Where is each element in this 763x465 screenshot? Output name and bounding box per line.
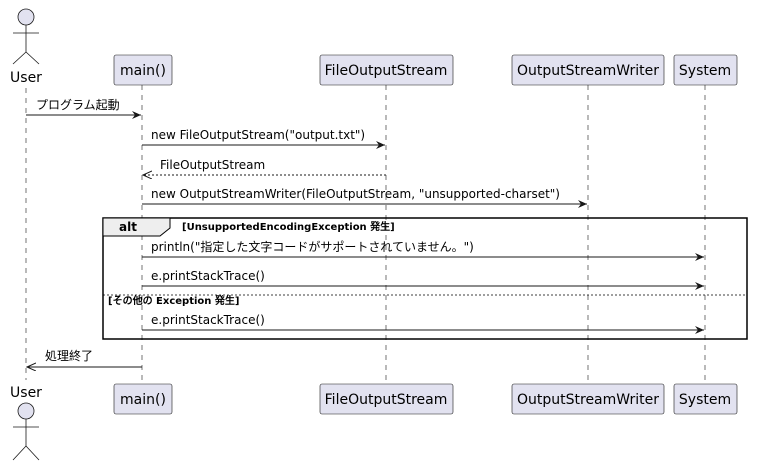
participant-system-bottom: System (673, 383, 738, 415)
participant-system-label-bottom: System (679, 392, 731, 408)
participant-main-label-top: main() (120, 63, 166, 79)
message-new-outputstreamwriter: new OutputStreamWriter(FileOutputStream,… (142, 187, 587, 208)
message-label: プログラム起動 (36, 98, 120, 112)
participant-fileoutputstream-label-bottom: FileOutputStream (325, 392, 448, 408)
actor-user-bottom: User (10, 385, 42, 461)
message-label: e.printStackTrace() (151, 269, 265, 283)
message-program-start: プログラム起動 (26, 98, 141, 119)
message-label: 処理終了 (45, 348, 93, 363)
participant-outputstreamwriter-top: OutputStreamWriter (511, 54, 665, 86)
actor-head-icon (17, 8, 35, 26)
alt-guard-1: [UnsupportedEncodingException 発生] (182, 220, 395, 233)
alt-fragment: alt [UnsupportedEncodingException 発生] [そ… (102, 217, 748, 340)
participant-fileoutputstream-top: FileOutputStream (319, 54, 454, 86)
message-label: println("指定した文字コードがサポートされていません。") (151, 239, 474, 254)
actor-head-icon (17, 402, 35, 420)
participant-main-bottom: main() (113, 383, 173, 415)
actor-user-label-top: User (10, 70, 42, 86)
message-println: println("指定した文字コードがサポートされていません。") (142, 239, 704, 261)
participant-outputstreamwriter-label-bottom: OutputStreamWriter (517, 392, 659, 408)
message-printstacktrace-2: e.printStackTrace() (142, 313, 704, 334)
actor-user-top: User (10, 8, 42, 86)
participant-main-label-bottom: main() (120, 392, 166, 408)
message-printstacktrace-1: e.printStackTrace() (142, 269, 704, 290)
message-label: FileOutputStream (160, 158, 265, 172)
participant-main-top: main() (113, 54, 173, 86)
participant-outputstreamwriter-bottom: OutputStreamWriter (511, 383, 665, 415)
participant-fileoutputstream-label-top: FileOutputStream (325, 63, 448, 79)
message-return-fileoutputstream: FileOutputStream (143, 158, 386, 175)
message-label: new FileOutputStream("output.txt") (151, 128, 365, 142)
participant-fileoutputstream-bottom: FileOutputStream (319, 383, 454, 415)
message-label: new OutputStreamWriter(FileOutputStream,… (151, 187, 560, 201)
message-new-fileoutputstream: new FileOutputStream("output.txt") (142, 128, 385, 149)
message-label: e.printStackTrace() (151, 313, 265, 327)
actor-user-label-bottom: User (10, 385, 42, 401)
participant-system-label-top: System (679, 63, 731, 79)
message-process-end: 処理終了 (27, 348, 142, 367)
participant-outputstreamwriter-label-top: OutputStreamWriter (517, 63, 659, 79)
participant-system-top: System (673, 54, 738, 86)
alt-keyword: alt (119, 220, 137, 234)
alt-guard-2: [その他の Exception 発生] (108, 294, 239, 307)
